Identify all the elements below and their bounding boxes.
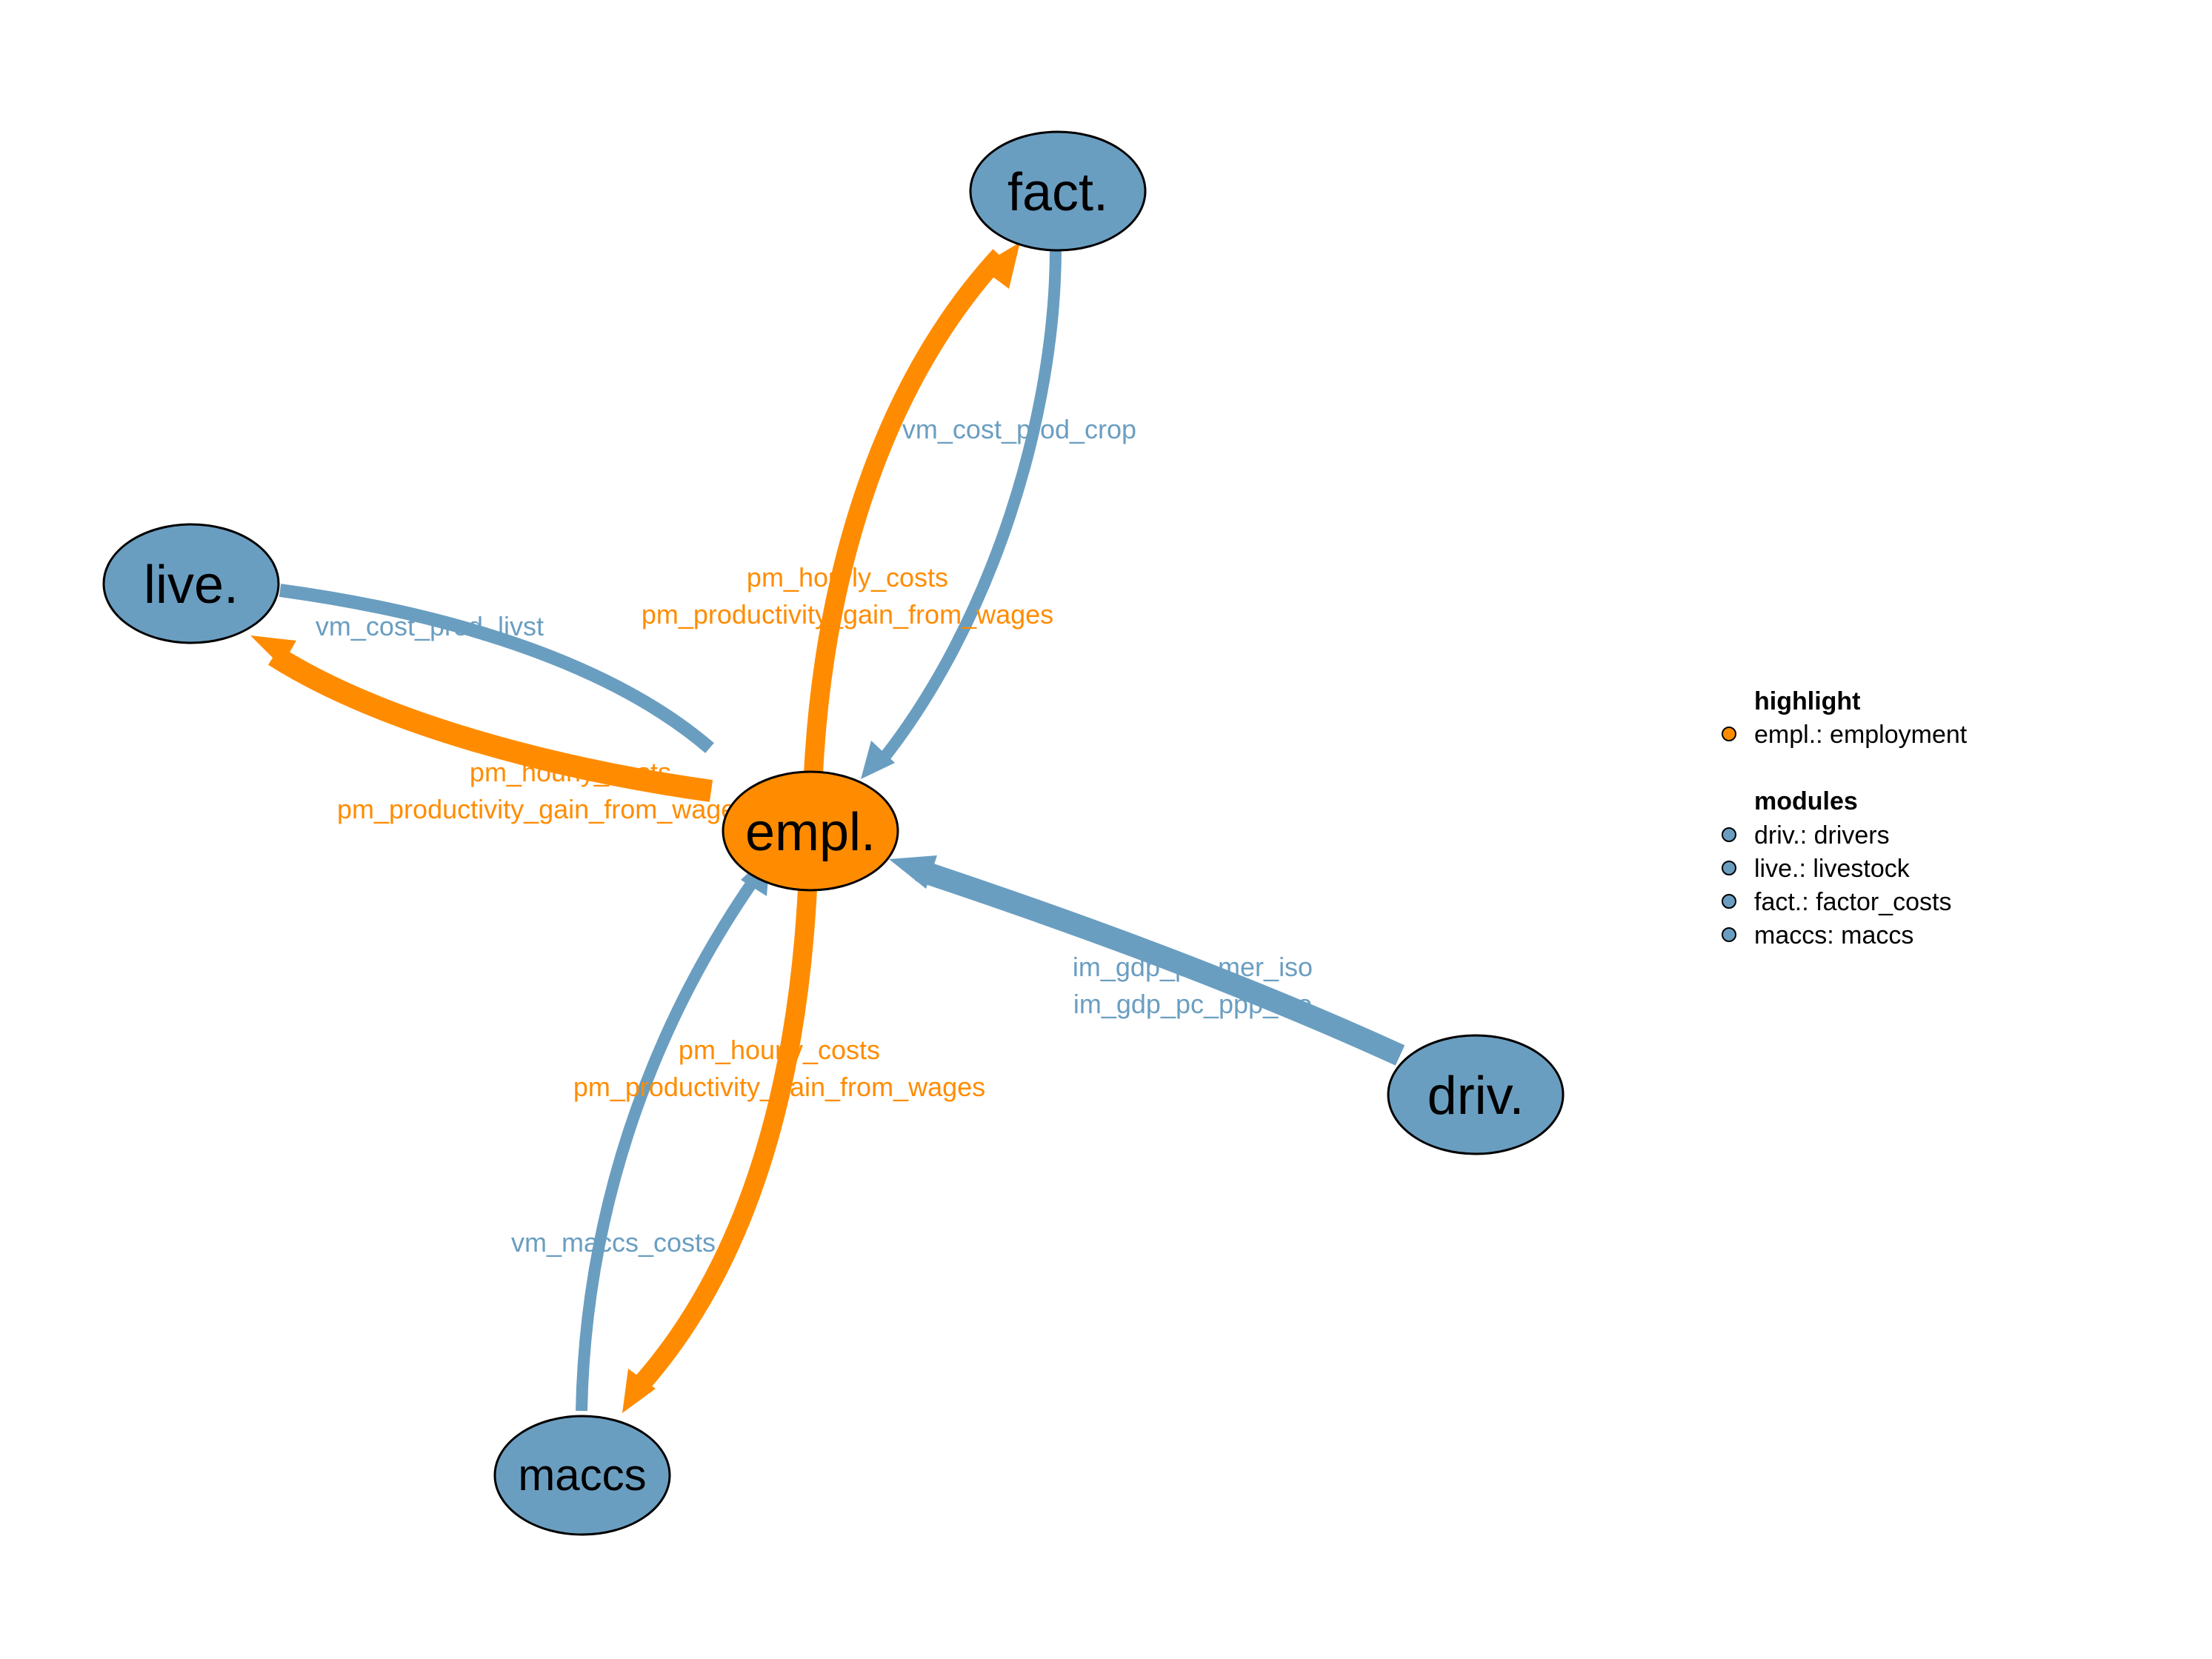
edge-fact-to-empl xyxy=(861,242,1062,779)
node-live: live. xyxy=(102,523,280,644)
legend-module-marker xyxy=(1722,927,1736,942)
node-live-label: live. xyxy=(144,555,239,615)
edge-label-driv-1: im_gdp_pc_mer_iso xyxy=(1073,952,1313,982)
edge-label-vm-cost-prod-crop: vm_cost_prod_crop xyxy=(902,414,1136,444)
node-fact-label: fact. xyxy=(1007,163,1108,222)
legend-highlight-marker xyxy=(1722,727,1736,741)
legend-modules-title: modules xyxy=(1754,787,1858,815)
edge-empl-to-live xyxy=(250,635,713,802)
edge-label-vm-maccs-costs: vm_maccs_costs xyxy=(511,1227,716,1258)
node-maccs: maccs xyxy=(493,1415,671,1536)
legend: highlight empl.: employment modules driv… xyxy=(1722,687,1968,949)
legend-module-item-fact: fact.: factor_costs xyxy=(1754,888,1951,916)
edge-empl-to-maccs xyxy=(622,888,817,1413)
node-driv: driv. xyxy=(1387,1034,1565,1155)
edge-label-empl-fact-1: pm_hourly_costs xyxy=(747,562,948,592)
edge-live-to-empl xyxy=(279,584,714,753)
edge-label-empl-live-2: pm_productivity_gain_from_wages xyxy=(337,794,749,824)
edge-label-empl-maccs-2: pm_productivity_gain_from_wages xyxy=(573,1072,985,1102)
edge-label-empl-maccs-1: pm_hourly_costs xyxy=(679,1035,880,1065)
node-driv-label: driv. xyxy=(1428,1066,1525,1126)
edge-label-empl-fact-2: pm_productivity_gain_from_wages xyxy=(642,599,1053,630)
node-empl-label: empl. xyxy=(745,803,876,862)
edge-label-empl-live-1: pm_hourly_costs xyxy=(470,757,671,787)
edge-driv-to-empl xyxy=(889,855,1405,1066)
node-empl: empl. xyxy=(722,770,899,892)
legend-highlight-title: highlight xyxy=(1754,687,1861,715)
legend-module-item-driv: driv.: drivers xyxy=(1754,821,1890,849)
edge-label-driv-2: im_gdp_pc_ppp_iso xyxy=(1073,989,1312,1019)
node-fact: fact. xyxy=(969,130,1147,252)
edge-empl-to-fact xyxy=(804,242,1020,775)
legend-module-marker xyxy=(1722,861,1736,875)
legend-module-item-live: live.: livestock xyxy=(1754,855,1910,883)
node-maccs-label: maccs xyxy=(518,1450,646,1500)
legend-highlight-item: empl.: employment xyxy=(1754,721,1968,749)
legend-module-marker xyxy=(1722,894,1736,909)
legend-module-marker xyxy=(1722,827,1736,842)
legend-module-item-maccs: maccs: maccs xyxy=(1754,921,1913,949)
edge-label-vm-cost-prod-livst: vm_cost_prod_livst xyxy=(316,611,544,641)
